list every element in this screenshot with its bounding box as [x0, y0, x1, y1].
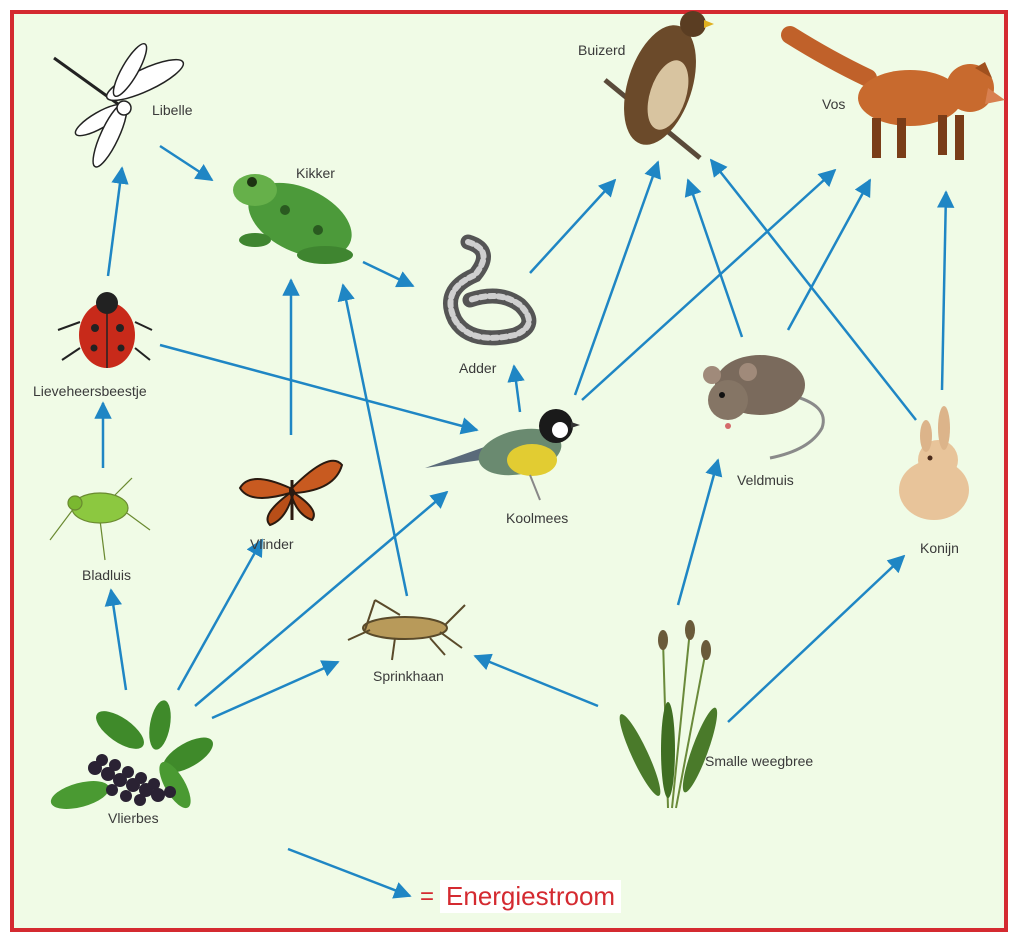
- label-adder: Adder: [459, 360, 497, 376]
- great-tit-image: [425, 409, 580, 501]
- legend-label: Energiestroom: [440, 880, 622, 913]
- elderberry-image: [50, 700, 213, 809]
- arrow-lieveheersbeestje-to-libelle: [106, 166, 129, 277]
- label-smalle-weegbree: Smalle weegbree: [705, 753, 814, 769]
- arrow-smalle-weegbree-to-sprinkhaan: [473, 653, 599, 708]
- label-vlierbes: Vlierbes: [108, 810, 159, 826]
- viper-image: [443, 234, 537, 346]
- arrow-koolmees-to-buizerd: [573, 160, 661, 396]
- label-kikker: Kikker: [296, 165, 335, 181]
- arrow-vlierbes-to-sprinkhaan: [211, 660, 340, 720]
- label-libelle: Libelle: [152, 102, 193, 118]
- arrow-sprinkhaan-to-kikker: [337, 283, 409, 597]
- arrow-smalle-weegbree-to-veldmuis: [676, 458, 723, 606]
- energy-arrows: [94, 144, 955, 723]
- rabbit-image: [899, 406, 969, 520]
- frog-image: [233, 174, 353, 264]
- label-vos: Vos: [822, 96, 846, 112]
- label-sprinkhaan: Sprinkhaan: [373, 668, 444, 684]
- arrow-smalle-weegbree-to-konijn: [727, 554, 906, 723]
- arrow-veldmuis-to-vos: [786, 178, 872, 331]
- plantain-image: [619, 620, 718, 809]
- label-vlinder: Vlinder: [250, 536, 294, 552]
- legend-arrow: [287, 847, 412, 899]
- legend-equals: =: [420, 882, 435, 910]
- arrow-konijn-to-vos: [936, 190, 955, 391]
- arrow-adder-to-buizerd: [529, 178, 617, 274]
- label-bladluis: Bladluis: [82, 567, 132, 583]
- dragonfly-image: [53, 42, 185, 168]
- label-konijn: Konijn: [920, 540, 959, 556]
- arrow-vlierbes-to-vlinder: [176, 538, 264, 691]
- arrow-vlierbes-to-koolmees: [194, 490, 449, 707]
- arrow-veldmuis-to-buizerd: [684, 178, 744, 338]
- arrow-konijn-to-buizerd: [709, 158, 917, 421]
- grasshopper-image: [347, 599, 466, 661]
- ladybird-image: [57, 292, 153, 368]
- label-lieveheersbeestje: Lieveheersbeestje: [33, 383, 147, 399]
- label-buizerd: Buizerd: [578, 42, 626, 58]
- field-mouse-image: [703, 355, 825, 460]
- arrow-koolmees-to-adder: [507, 364, 525, 413]
- arrow-lieveheersbeestje-to-koolmees: [159, 343, 479, 435]
- butterfly-image: [238, 459, 344, 527]
- arrow-koolmees-to-vos: [581, 168, 837, 401]
- arrow-kikker-to-adder: [362, 260, 415, 288]
- arrow-libelle-to-kikker: [159, 144, 214, 182]
- fox-image: [781, 26, 1005, 160]
- buzzard-image: [603, 11, 714, 160]
- legend: = Energiestroom: [420, 880, 622, 913]
- label-koolmees: Koolmees: [506, 510, 569, 526]
- aphid-image: [49, 477, 151, 561]
- arrow-vlierbes-to-bladluis: [104, 588, 128, 691]
- label-veldmuis: Veldmuis: [737, 472, 794, 488]
